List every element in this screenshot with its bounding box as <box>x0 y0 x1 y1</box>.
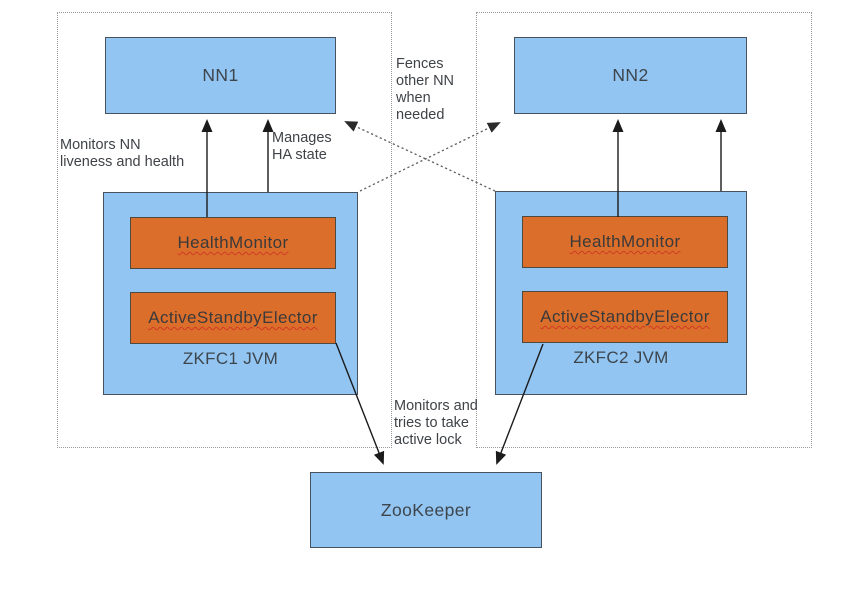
activestandbyelector1-box: ActiveStandbyElector <box>130 292 336 344</box>
monitors-liveness-annotation: Monitors NN liveness and health <box>60 137 185 170</box>
activestandbyelector2-label: ActiveStandbyElector <box>540 307 710 326</box>
zookeeper-node: ZooKeeper <box>310 472 542 548</box>
activestandbyelector2-box: ActiveStandbyElector <box>522 291 728 343</box>
nn1-host-group <box>57 12 392 448</box>
zkfc1-jvm-label: ZKFC1 JVM <box>182 349 279 368</box>
healthmonitor2-label: HealthMonitor <box>569 232 681 251</box>
nn1-label: NN1 <box>202 65 239 85</box>
zookeeper-label: ZooKeeper <box>380 499 472 520</box>
nn1-node: NN1 <box>105 37 336 114</box>
fences-other-nn-annotation: Fences other NN when needed <box>396 56 455 123</box>
manages-ha-state-annotation: Manages HA state <box>272 130 332 163</box>
nn2-node: NN2 <box>514 37 747 114</box>
activestandbyelector1-label: ActiveStandbyElector <box>148 308 318 327</box>
healthmonitor1-box: HealthMonitor <box>130 217 336 269</box>
zkfc2-jvm-label: ZKFC2 JVM <box>573 348 669 367</box>
healthmonitor2-box: HealthMonitor <box>522 216 728 268</box>
zkfc2-jvm-box: HealthMonitor ActiveStandbyElector ZKFC2… <box>495 191 747 395</box>
nn2-host-group <box>476 12 812 448</box>
healthmonitor1-label: HealthMonitor <box>177 233 289 252</box>
active-lock-annotation: Monitors and tries to take active lock <box>394 398 478 448</box>
nn2-label: NN2 <box>612 65 649 85</box>
zkfc1-jvm-box: HealthMonitor ActiveStandbyElector ZKFC1… <box>103 192 358 395</box>
